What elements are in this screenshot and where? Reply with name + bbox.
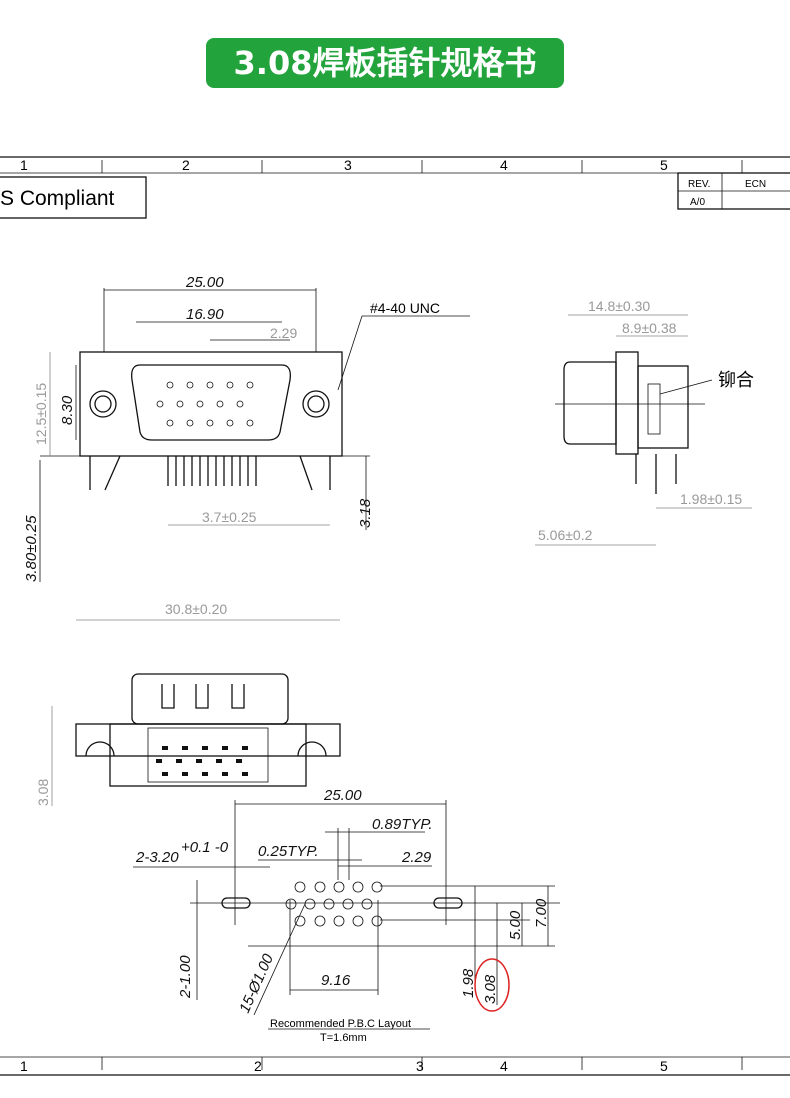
dim-0-25: 0.25TYP. <box>258 843 319 860</box>
zone-label: 2 <box>182 157 190 173</box>
dim-25-00: 25.00 <box>185 274 224 291</box>
pcb-thickness: T=1.6mm <box>320 1032 367 1044</box>
compliance-text: S Compliant <box>0 187 115 210</box>
zone-label: 1 <box>20 157 28 173</box>
highlight-circle <box>474 958 510 1012</box>
rivet-label: 铆合 <box>718 370 754 390</box>
dim-3-18: 3.18 <box>357 498 374 528</box>
dim-3-7: 3.7±0.25 <box>202 509 257 525</box>
zone-label: 5 <box>660 1058 668 1074</box>
dim-8-9: 8.9±0.38 <box>622 320 677 336</box>
dim-5-00: 5.00 <box>507 910 524 940</box>
ecn-header: ECN <box>745 179 766 190</box>
rev-header: REV. <box>688 179 710 190</box>
dim-3-08-top: 3.08 <box>35 779 51 806</box>
dim-7-00: 7.00 <box>533 898 550 928</box>
pcb-caption: Recommended P.B.C Layout <box>270 1018 411 1030</box>
zone-label: 4 <box>500 1058 508 1074</box>
dim-5-06: 5.06±0.2 <box>538 527 593 543</box>
dim-2-29-pcb: 2.29 <box>401 849 432 866</box>
zone-label: 3 <box>416 1058 424 1074</box>
zone-label: 5 <box>660 157 668 173</box>
zone-ticks <box>101 160 743 173</box>
dim-holes: 15-Ø1.00 <box>236 951 277 1016</box>
dim-16-90: 16.90 <box>186 306 224 323</box>
slot-tolerance: +0.1 -0 <box>181 839 229 856</box>
rev-value: A/0 <box>690 197 705 208</box>
compliance-box <box>0 176 147 219</box>
top-view <box>51 619 341 806</box>
dim-1-98: 1.98 <box>460 968 477 998</box>
dim-8-30: 8.30 <box>59 395 76 425</box>
side-view <box>535 314 752 546</box>
dim-30-8: 30.8±0.20 <box>165 601 227 617</box>
dim-2-29: 2.29 <box>270 325 297 341</box>
pcb-layout <box>133 800 560 1030</box>
dim-9-16: 9.16 <box>321 972 351 989</box>
title-banner: 3.08焊板插针规格书 <box>206 38 564 88</box>
dim-slot-width: 2-1.00 <box>177 955 194 999</box>
dim-slot: 2-3.20 <box>135 849 179 866</box>
dim-0-89: 0.89TYP. <box>372 816 433 833</box>
dim-1-98: 1.98±0.15 <box>680 491 742 507</box>
zone-label: 2 <box>254 1058 262 1074</box>
zone-label: 4 <box>500 157 508 173</box>
dim-3-08: 3.08 <box>482 974 499 1004</box>
zone-label: 3 <box>344 157 352 173</box>
thread-label: #4-40 UNC <box>370 300 440 316</box>
dim-25-00-pcb: 25.00 <box>323 787 362 804</box>
dim-12-5: 12.5±0.15 <box>33 383 49 445</box>
front-view <box>39 288 470 582</box>
dim-14-8: 14.8±0.30 <box>588 298 650 314</box>
dim-3-80: 3.80±0.25 <box>23 515 40 582</box>
zone-label: 1 <box>20 1058 28 1074</box>
